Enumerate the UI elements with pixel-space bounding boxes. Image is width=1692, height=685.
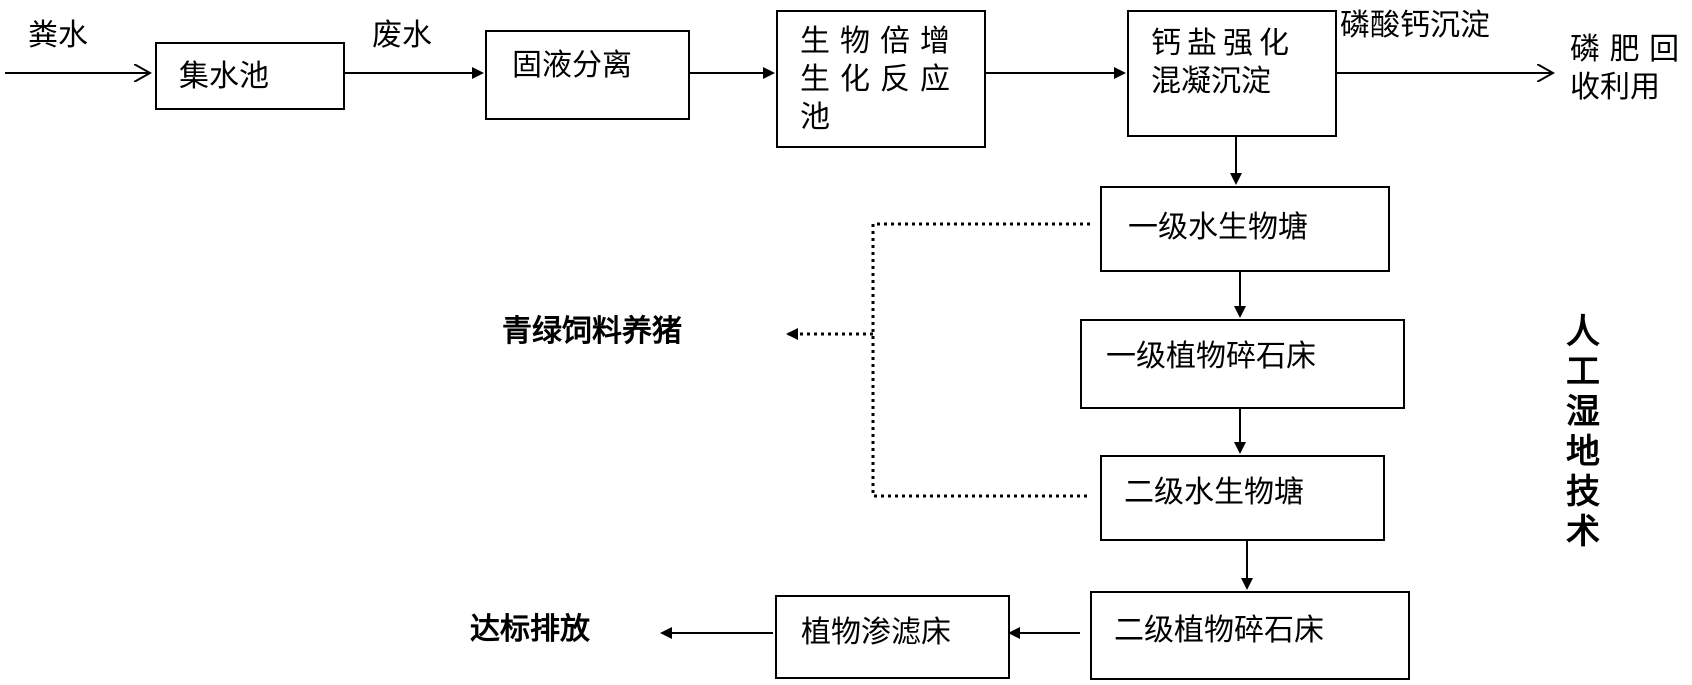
box-solid-liquid-separation: 固液分离 [485, 30, 690, 120]
label-phosphate-fertilizer-line1: 磷 肥 回 [1570, 32, 1680, 67]
box-pond-2: 二级水生物塘 [1100, 455, 1385, 541]
box-bio-reactor: 生物倍增 生化反应 池 [776, 10, 986, 148]
label-discharge: 达标排放 [470, 612, 590, 647]
label-green-feed: 青绿饲料养猪 [502, 314, 682, 349]
label-phosphate-fertilizer-line2: 收利用 [1570, 70, 1660, 105]
box-filter-bed: 植物渗滤床 [775, 595, 1010, 679]
box-pond-1: 一级水生物塘 [1100, 186, 1390, 272]
label-wastewater: 废水 [372, 18, 432, 53]
label-calcium-phosphate: 磷酸钙沉淀 [1340, 8, 1490, 43]
label-constructed-wetland: 人 工 湿 地 技 术 [1566, 312, 1600, 552]
box-gravel-bed-2: 二级植物碎石床 [1090, 591, 1410, 680]
box-collection-tank: 集水池 [155, 42, 345, 110]
label-feces-water: 粪水 [28, 18, 88, 53]
box-gravel-bed-1: 一级植物碎石床 [1080, 319, 1405, 409]
box-calcium-coagulation: 钙盐强化 混凝沉淀 [1127, 10, 1337, 137]
dotted-branch-ponds [871, 222, 1090, 498]
